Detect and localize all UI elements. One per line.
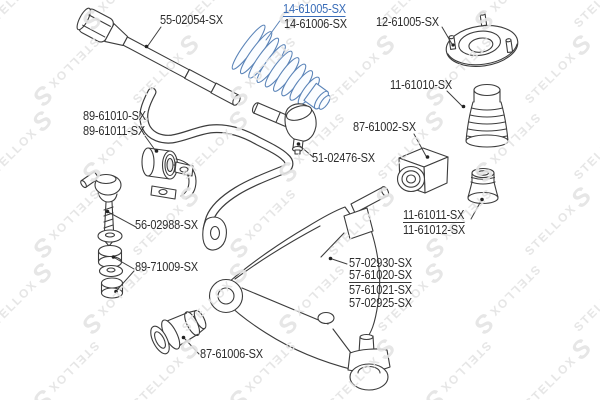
part-label-57-02925-SX: 57-02925-SX (349, 296, 412, 310)
axial-tie-rod-drawing (76, 7, 241, 106)
tie-rod-end-drawing (251, 102, 317, 155)
leader-lines (105, 16, 484, 355)
part-label-57-61021-SX: 57-61021-SX (349, 283, 412, 297)
part-label-11-61011-SX: 11-61011-SX (403, 208, 465, 223)
part-label-87-61002-SX: 87-61002-SX (353, 120, 416, 134)
stabilizer-clamp-drawing (150, 158, 197, 200)
part-label-14-61006-SX: 14-61006-SX (284, 17, 347, 31)
part-label-87-61006-SX: 87-61006-SX (200, 347, 263, 361)
stabilizer-link-drawing (80, 171, 122, 247)
arm-bushing-bracket-drawing (396, 147, 449, 194)
stabilizer-bushing-drawing (141, 147, 179, 180)
steering-rack-boot-drawing[interactable] (229, 22, 343, 126)
bump-stop-boot-drawing (465, 83, 509, 148)
part-label-57-61020-SX: 57-61020-SX (349, 268, 412, 283)
part-label-56-02988-SX: 56-02988-SX (135, 218, 198, 232)
part-label-12-61005-SX: 12-61005-SX (376, 15, 439, 29)
strut-bushing-drawing (467, 167, 499, 205)
control-arm-bushing-drawing (150, 309, 207, 355)
part-label-89-71009-SX: 89-71009-SX (135, 260, 198, 274)
strut-mount-drawing (445, 11, 519, 67)
part-label-89-61010-SX: 89-61010-SX (83, 109, 146, 123)
control-arm-drawing (208, 186, 391, 391)
part-label-57-02930-SX: 57-02930-SX (349, 256, 412, 270)
part-label-11-61012-SX: 11-61012-SX (403, 223, 466, 237)
part-label-55-02054-SX: 55-02054-SX (160, 13, 223, 27)
stabilizer-bar-drawing (139, 87, 294, 251)
link-bushing-stack-drawing (97, 229, 124, 299)
part-label-89-61011-SX: 89-61011-SX (83, 124, 146, 138)
part-label-11-61010-SX: 11-61010-SX (390, 78, 453, 92)
part-label-14-61005-SX[interactable]: 14-61005-SX (283, 2, 346, 17)
part-label-51-02476-SX: 51-02476-SX (312, 151, 375, 165)
